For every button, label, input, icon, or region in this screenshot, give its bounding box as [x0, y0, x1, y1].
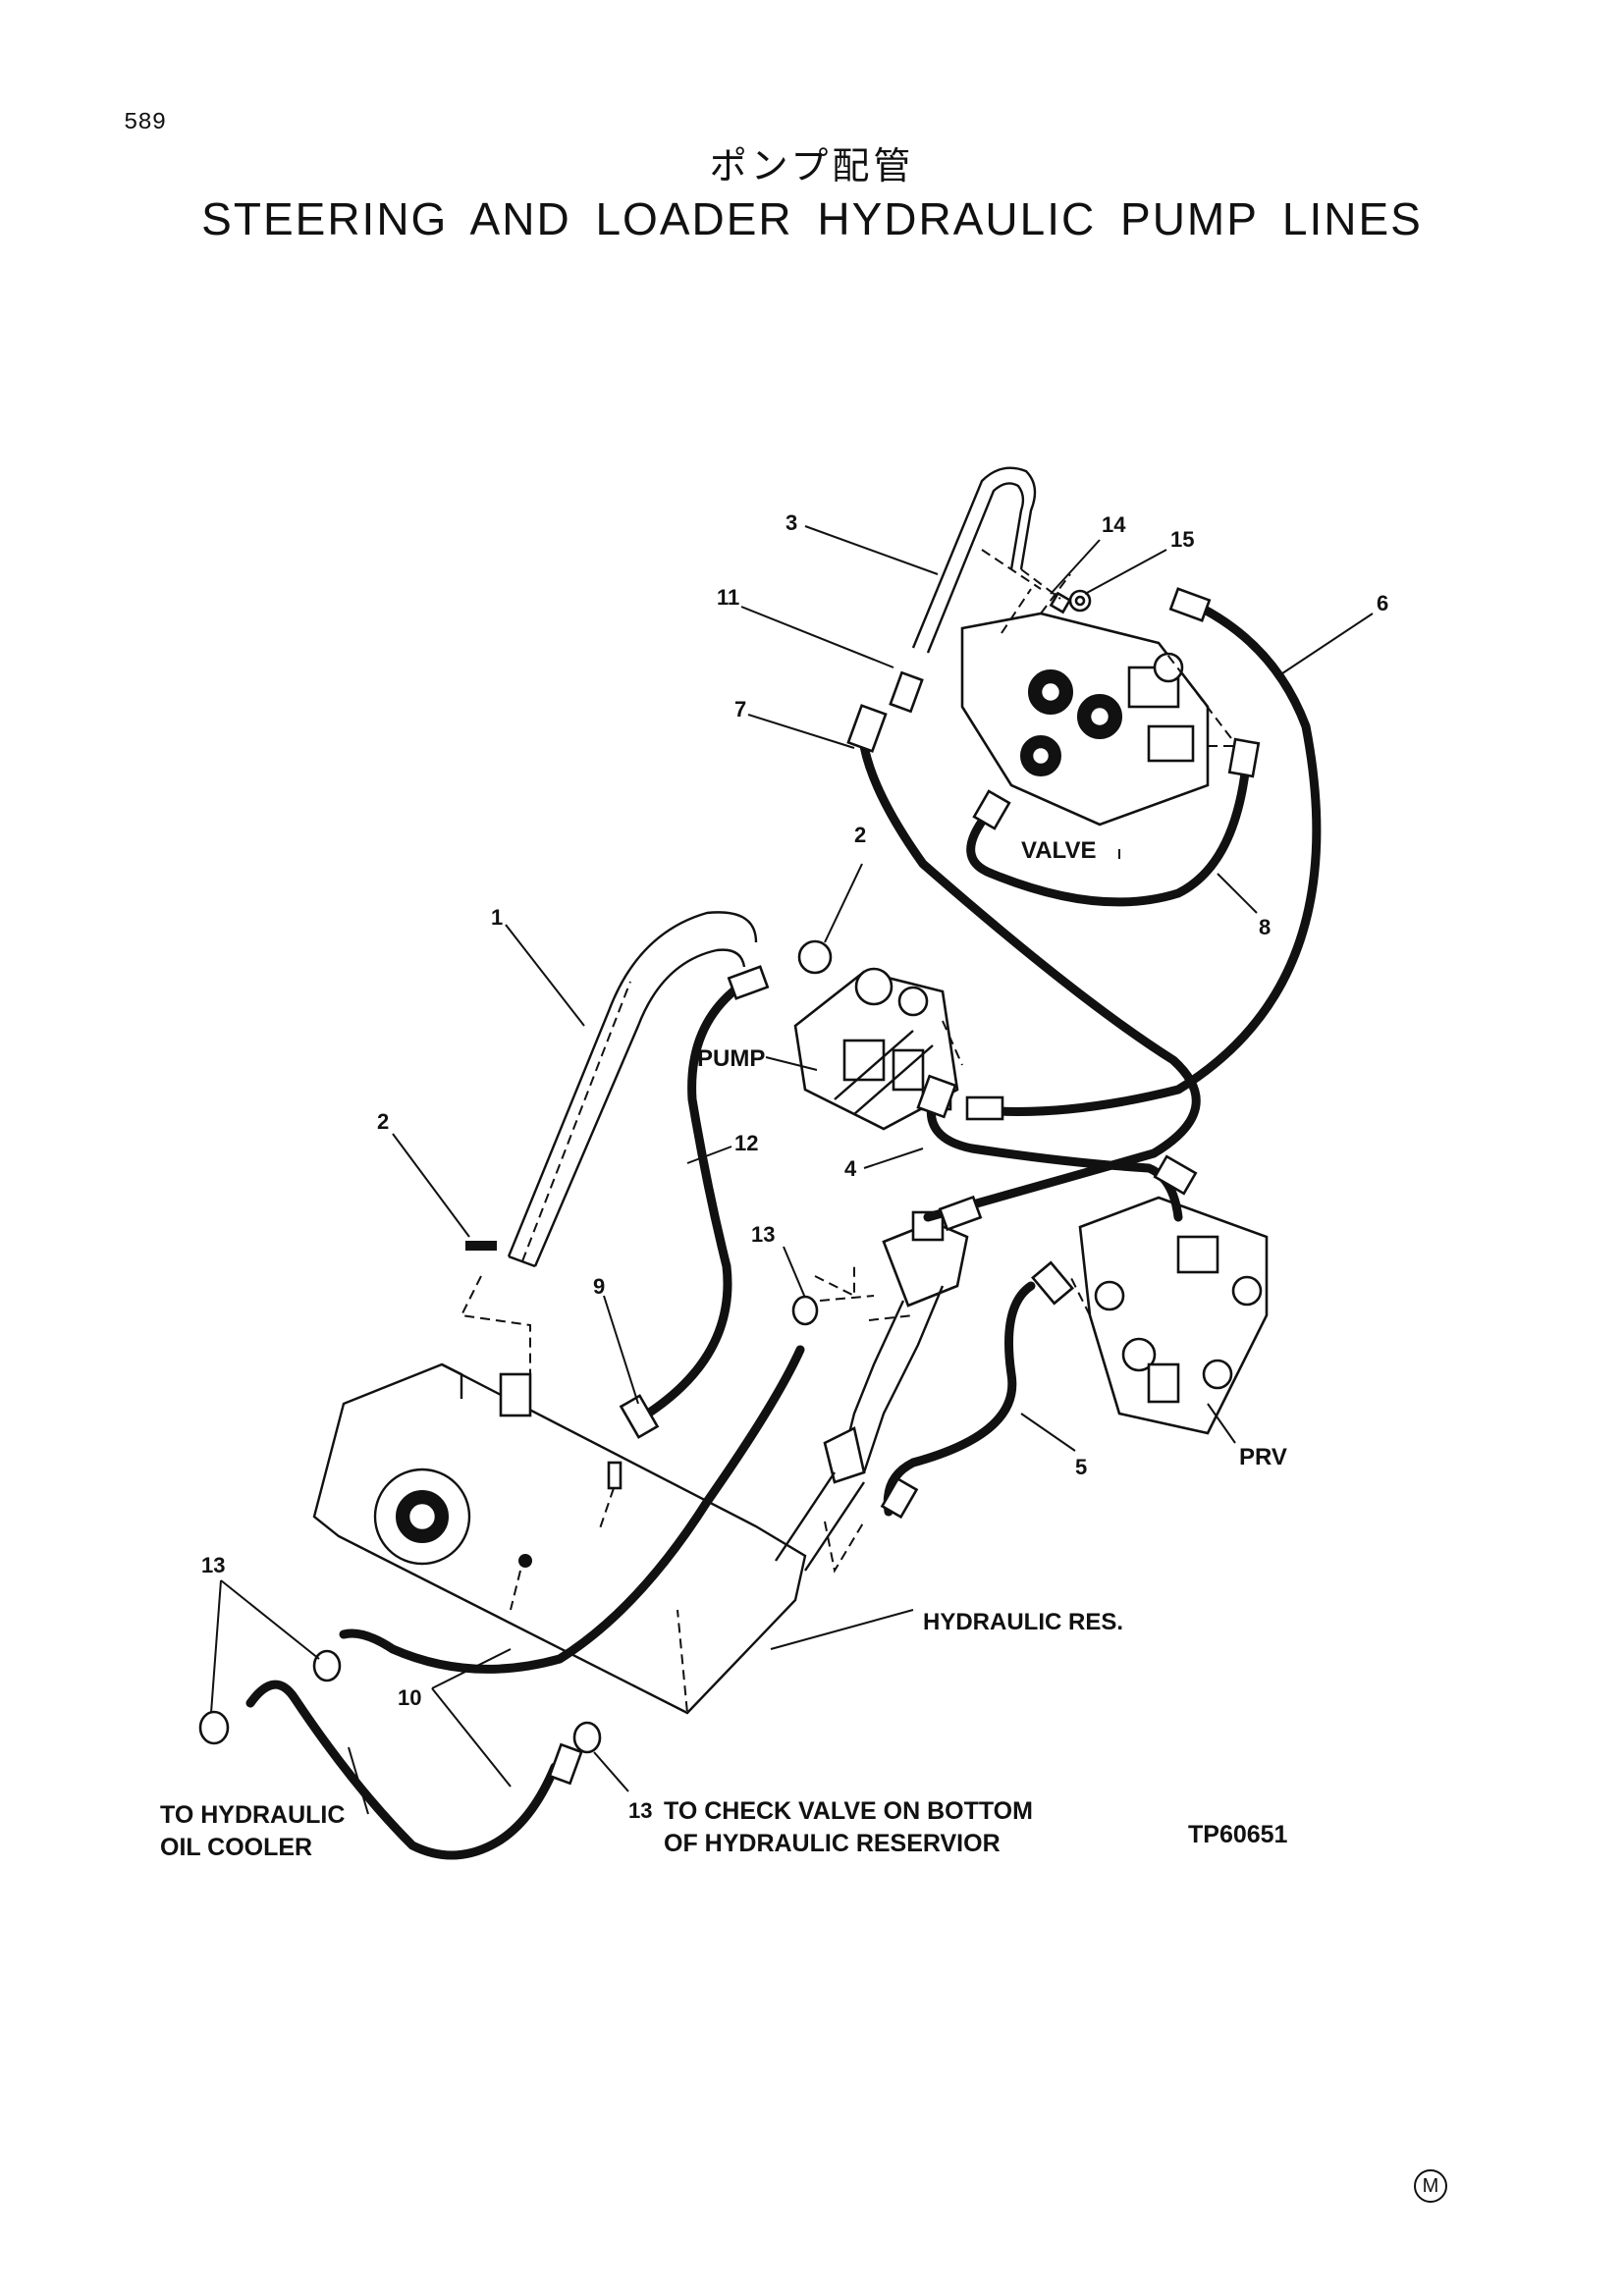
hose-clamp [797, 939, 833, 975]
plug-caps [198, 1295, 875, 1754]
cooler-note-line-2: OIL COOLER [160, 1834, 312, 1861]
callout-3: 3 [785, 510, 797, 535]
check-valve-note-line-2: OF HYDRAULIC RESERVIOR [664, 1830, 1001, 1857]
pump [793, 967, 963, 1131]
callout-numbers: 1 2 2 3 4 5 6 7 8 9 10 11 12 13 13 13 14… [201, 510, 1388, 1823]
hose-clamp [465, 1241, 497, 1251]
pump-label: PUMP [697, 1045, 765, 1072]
cooler-note-line-1: TO HYDRAULIC [160, 1801, 345, 1829]
callout-14: 14 [1102, 512, 1126, 537]
callout-13: 13 [751, 1222, 775, 1247]
page-title: STEERING AND LOADER HYDRAULIC PUMP LINES [201, 193, 1423, 244]
hose-fittings [548, 549, 1261, 1786]
routing-notes: TO HYDRAULIC OIL COOLER TO CHECK VALVE O… [160, 1797, 1288, 1861]
page-title-japanese: ポンプ配管 [709, 144, 915, 187]
component-labels: VALVE PUMP PRV HYDRAULIC RES. [697, 837, 1287, 1635]
callout-4: 4 [844, 1156, 857, 1181]
callout-8: 8 [1259, 915, 1271, 939]
callout-12: 12 [734, 1131, 758, 1155]
callout-9: 9 [593, 1274, 605, 1299]
callout-1: 1 [491, 905, 503, 930]
callout-6: 6 [1377, 591, 1388, 615]
callout-5: 5 [1075, 1455, 1087, 1479]
hydraulic-reservoir [312, 1362, 807, 1715]
callout-10: 10 [398, 1685, 421, 1710]
suction-tube [507, 911, 758, 1268]
callout-11: 11 [717, 585, 739, 610]
callout-leader-lines [210, 525, 1374, 1815]
page-number: 589 [124, 110, 167, 136]
callout-7: 7 [734, 697, 746, 721]
callout-13: 13 [628, 1798, 652, 1823]
prv-label: PRV [1239, 1444, 1287, 1470]
steering-manifold [775, 1210, 969, 1574]
callout-2: 2 [377, 1109, 389, 1134]
callout-15: 15 [1170, 527, 1194, 552]
callout-13: 13 [201, 1553, 225, 1577]
priority-relief-valve [1069, 1196, 1269, 1435]
valve-label: VALVE [1021, 837, 1096, 864]
figure-id: TP60651 [1188, 1821, 1288, 1848]
check-valve-note-line-1: TO CHECK VALVE ON BOTTOM [664, 1797, 1033, 1825]
reservoir-label: HYDRAULIC RES. [923, 1609, 1123, 1635]
trademark-mark: M [1414, 2169, 1447, 2203]
control-valve [960, 573, 1238, 827]
callout-2: 2 [854, 823, 866, 847]
